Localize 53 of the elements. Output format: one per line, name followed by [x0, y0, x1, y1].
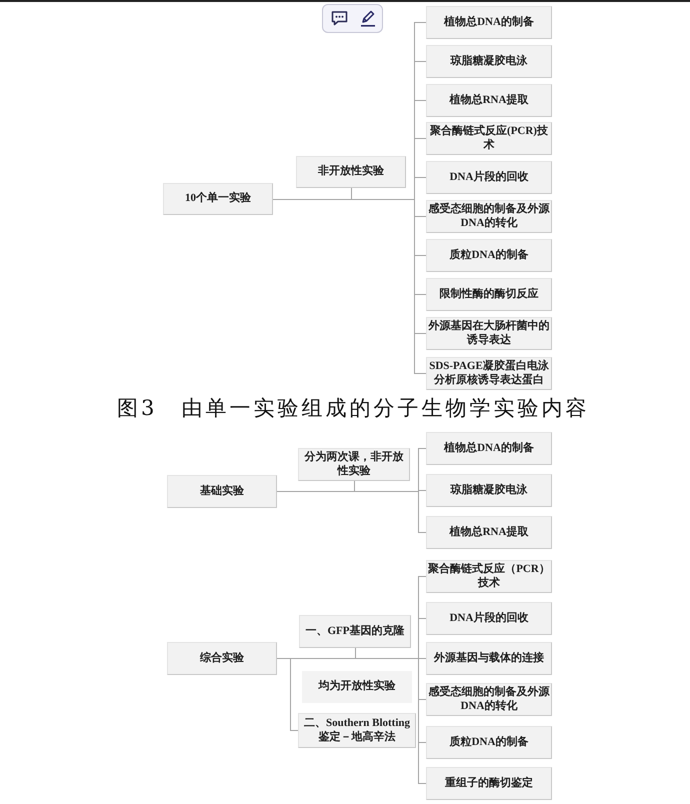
experiment-box	[426, 767, 552, 800]
experiment-label: 植物总RNA提取	[450, 94, 528, 108]
experiment-label: 质粒DNA的制备	[450, 248, 528, 262]
experiment-label: 植物总DNA的制备	[444, 442, 534, 456]
experiment-label: SDS-PAGE凝胶蛋白电泳分析原核诱导表达蛋白	[428, 360, 550, 387]
experiment-box	[426, 474, 552, 507]
experiment-label: 感受态细胞的制备及外源DNA的转化	[428, 203, 550, 230]
experiment-label: 琼脂糖凝胶电泳	[450, 484, 528, 498]
experiment-label: 外源基因在大肠杆菌中的诱导表达	[428, 320, 550, 347]
experiment-box	[426, 642, 552, 675]
connector-line	[355, 648, 356, 658]
category-label: 综合实验	[200, 652, 244, 666]
experiment-label: 外源基因与载体的连接	[434, 652, 544, 666]
experiment-label: DNA片段的回收	[450, 170, 528, 184]
experiment-label: 植物总RNA提取	[450, 526, 528, 540]
connector-line	[276, 658, 298, 731]
connector-line	[276, 491, 426, 533]
experiment-label: 植物总DNA的制备	[444, 16, 534, 30]
connector-line	[272, 199, 426, 374]
experiment-label: 重组子的酶切鉴定	[445, 776, 533, 790]
experiment-box	[426, 161, 552, 194]
experiment-box	[426, 516, 552, 549]
category-box	[167, 642, 277, 675]
group-box	[299, 615, 411, 648]
group-label: 非开放性实验	[318, 165, 384, 179]
experiment-box	[426, 45, 552, 78]
experiment-box	[426, 432, 552, 465]
experiment-label: 质粒DNA的制备	[450, 736, 528, 750]
group-box	[296, 156, 406, 188]
category-box	[163, 183, 273, 215]
experiment-box	[426, 239, 552, 272]
experiment-label: DNA片段的回收	[450, 612, 528, 626]
category-box	[167, 475, 277, 508]
experiment-label: 聚合酶链式反应(PCR)技术	[429, 125, 549, 152]
experiment-box	[426, 278, 552, 311]
group-box	[298, 448, 410, 481]
category-label: 基础实验	[200, 484, 244, 498]
experiment-box	[426, 602, 552, 635]
group-label: 分为两次课，非开放性实验	[304, 451, 404, 478]
connector-line	[354, 480, 355, 492]
group-label: 一、GFP基因的克隆	[306, 624, 404, 638]
experiment-label: 感受态细胞的制备及外源DNA的转化	[428, 686, 550, 713]
connector-line	[351, 188, 352, 200]
category-label: 10个单一实验	[185, 192, 251, 206]
group-label: 二、Southern Blotting鉴定－地高辛法	[302, 717, 412, 744]
experiment-box	[426, 6, 552, 39]
experiment-label: 琼脂糖凝胶电泳	[450, 54, 528, 68]
figure-caption: 图3 由单一实验组成的分子生物学实验内容	[117, 395, 590, 422]
experiment-box	[426, 726, 552, 759]
note-text: 均为开放性实验	[318, 680, 396, 694]
experiment-box	[426, 84, 552, 117]
experiment-label: 限制性酶的酶切反应	[440, 288, 538, 302]
experiment-label: 聚合酶链式反应（PCR）技术	[428, 563, 550, 590]
